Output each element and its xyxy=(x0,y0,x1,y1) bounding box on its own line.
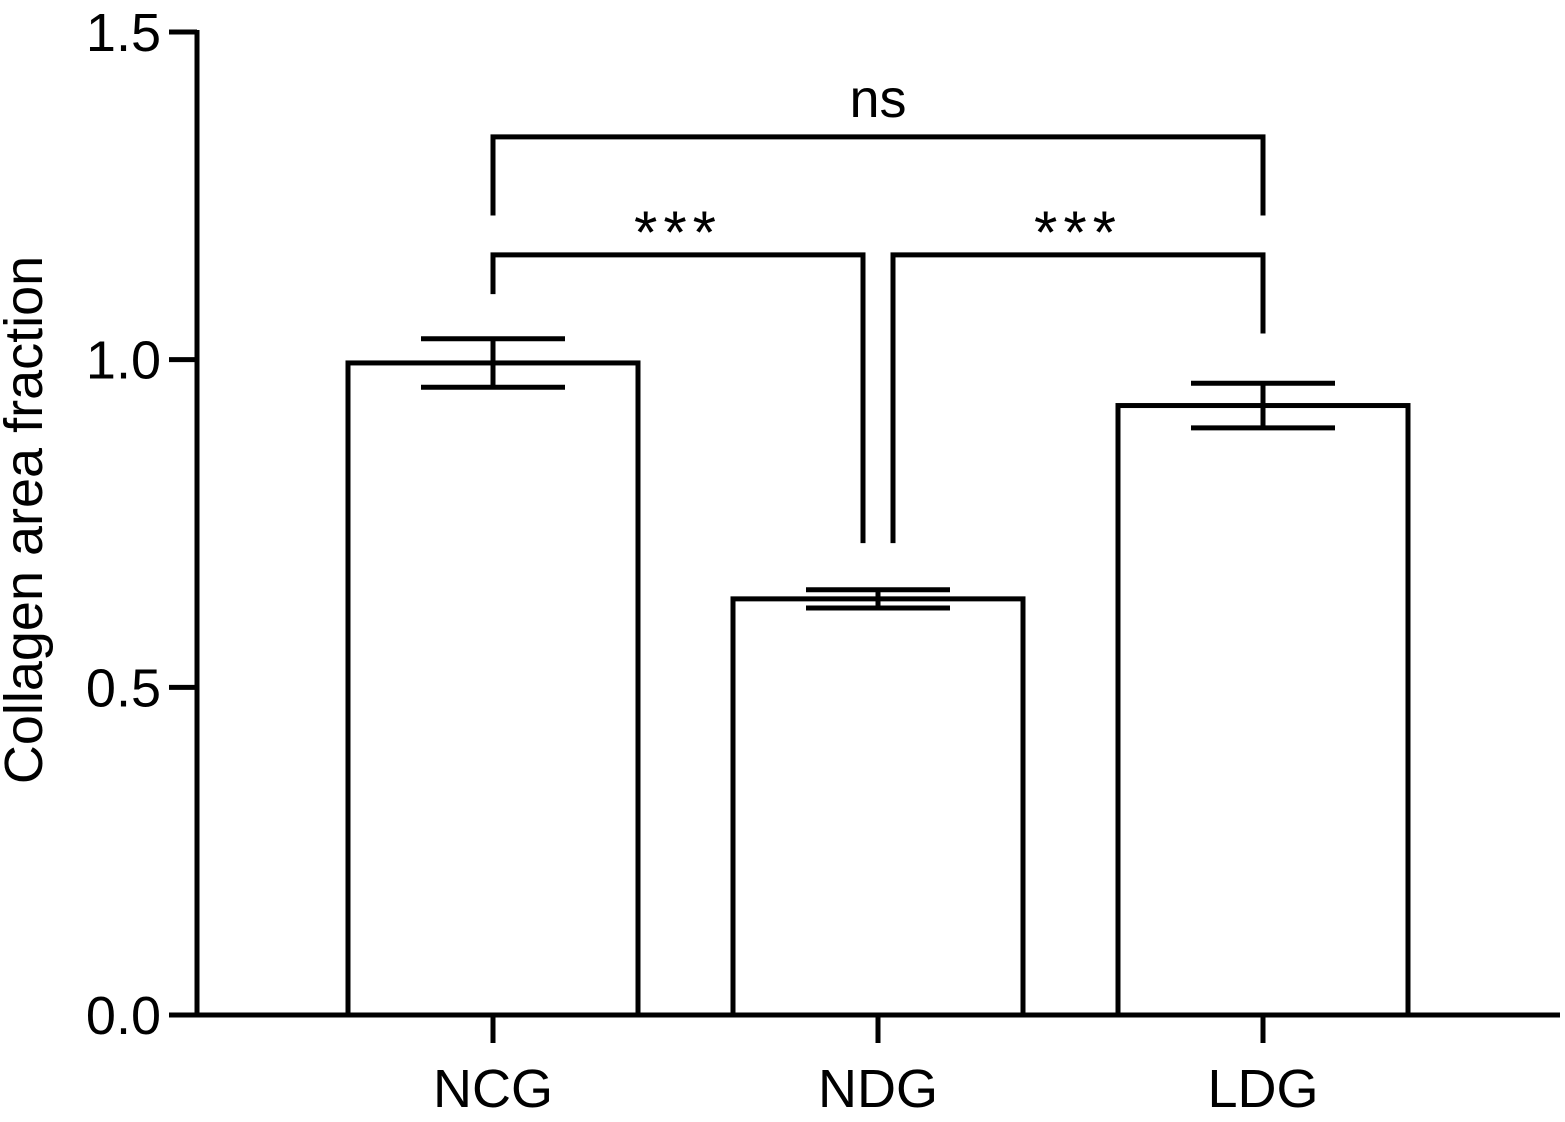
x-tick-label: NDG xyxy=(818,1059,938,1119)
significance-label: *** xyxy=(634,199,722,266)
significance-label: ns xyxy=(849,69,906,129)
significance-bracket xyxy=(490,134,1266,216)
y-tick-label: 1.5 xyxy=(86,3,161,63)
y-axis-label: Collagen area fraction xyxy=(0,256,54,784)
x-tick-label: LDG xyxy=(1207,1059,1318,1119)
x-tick-label: NCG xyxy=(433,1059,553,1119)
significance-bracket xyxy=(490,252,866,544)
y-tick-label: 1.0 xyxy=(86,331,161,391)
y-tick-label: 0.0 xyxy=(86,986,161,1046)
significance-label: *** xyxy=(1034,199,1122,266)
bar-ndg xyxy=(730,596,1026,1018)
significance-bracket xyxy=(890,252,1266,544)
y-tick-label: 0.5 xyxy=(86,658,161,718)
bar-ncg xyxy=(345,360,641,1018)
bar-ldg xyxy=(1115,403,1411,1018)
